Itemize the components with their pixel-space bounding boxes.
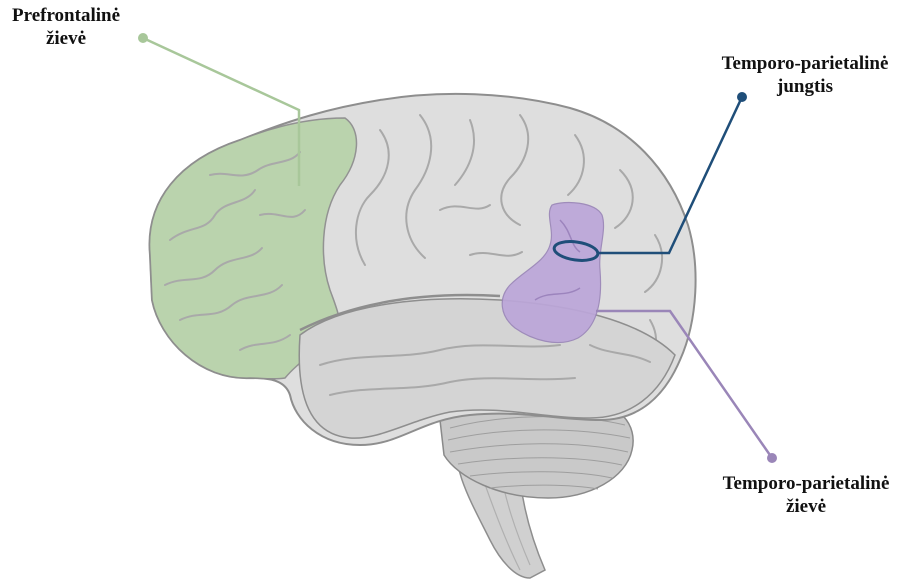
cortex-label-line2: žievė (700, 495, 912, 518)
prefrontal-cortex-label: Prefrontalinė žievė (6, 4, 126, 50)
junction-label-line1: Temporo-parietalinė (700, 52, 910, 75)
junction-label-line2: jungtis (700, 75, 910, 98)
temporo-parietal-cortex-label: Temporo-parietalinė žievė (700, 472, 912, 518)
prefrontal-label-line1: Prefrontalinė (6, 4, 126, 27)
prefrontal-leader-dot (138, 33, 148, 43)
cortex-leader-dot (767, 453, 777, 463)
prefrontal-label-line2: žievė (6, 27, 126, 50)
cortex-label-line1: Temporo-parietalinė (700, 472, 912, 495)
temporo-parietal-junction-label: Temporo-parietalinė jungtis (700, 52, 910, 98)
